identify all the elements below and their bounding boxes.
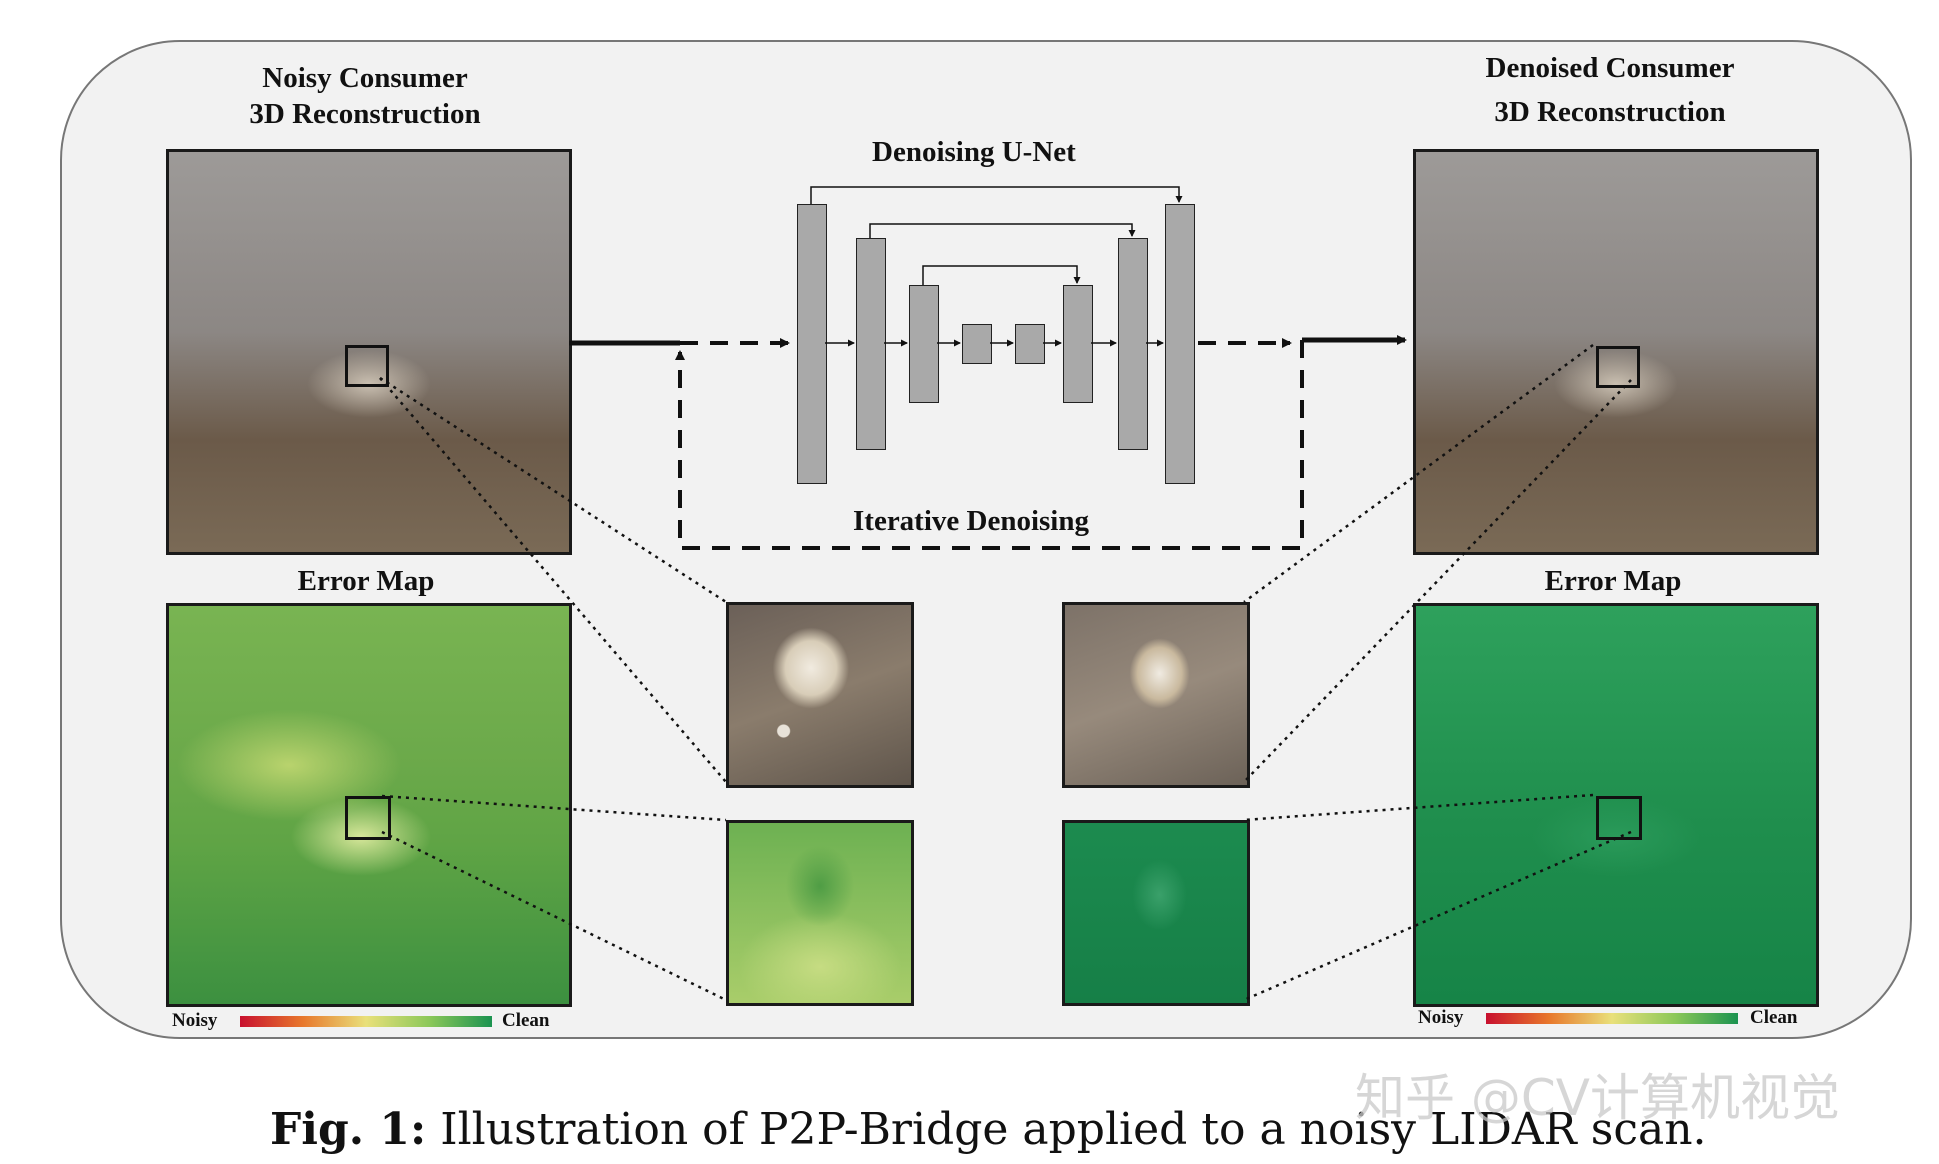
left-colorbar: [240, 1016, 492, 1027]
left-colorbar-low-label: Noisy: [172, 1010, 218, 1031]
unet-title: Denoising U-Net: [872, 136, 1076, 168]
denoised-roi-box: [1596, 346, 1640, 388]
unet-block-dec3: [1063, 285, 1093, 403]
unet-block-enc2: [856, 238, 886, 450]
right-title: Denoised Consumer 3D Reconstruction: [1460, 50, 1760, 130]
figure-caption: Fig. 1: Illustration of P2P-Bridge appli…: [270, 1104, 1707, 1155]
left-title-line1: Noisy Consumer: [262, 62, 468, 94]
denoised-zoom-photo: [1062, 602, 1250, 788]
unet-block-dec1: [1165, 204, 1195, 484]
iterative-denoising-label: Iterative Denoising: [853, 505, 1089, 537]
denoised-error-roi-box: [1596, 796, 1642, 840]
caption-prefix: Fig. 1:: [270, 1104, 427, 1155]
unet-block-dec2: [1118, 238, 1148, 450]
denoised-zoom-error: [1062, 820, 1250, 1006]
denoised-error-map-image: [1413, 603, 1819, 1007]
noisy-zoom-photo: [726, 602, 914, 788]
right-colorbar: [1486, 1013, 1738, 1024]
noisy-zoom-error: [726, 820, 914, 1006]
noisy-error-roi-box: [345, 796, 391, 840]
unet-block-enc1: [797, 204, 827, 484]
noisy-roi-box: [345, 345, 389, 387]
caption-text: Illustration of P2P-Bridge applied to a …: [426, 1104, 1707, 1155]
right-colorbar-high-label: Clean: [1750, 1007, 1798, 1028]
unet-block-enc3: [909, 285, 939, 403]
left-colorbar-high-label: Clean: [502, 1010, 550, 1031]
watermark: 知乎 @CV计算机视觉: [1355, 1069, 1841, 1127]
unet-block-bottleneck2: [1015, 324, 1045, 364]
right-error-map-title: Error Map: [1544, 565, 1682, 597]
right-colorbar-low-label: Noisy: [1418, 1007, 1464, 1028]
noisy-reconstruction-image: [166, 149, 572, 555]
left-title-line2: 3D Reconstruction: [249, 98, 481, 130]
left-error-map-title: Error Map: [297, 565, 435, 597]
iterative-loop: [675, 340, 1304, 550]
right-title-line2: 3D Reconstruction: [1494, 96, 1726, 128]
left-title: Noisy Consumer 3D Reconstruction: [225, 60, 505, 132]
unet-block-bottleneck1: [962, 324, 992, 364]
denoised-reconstruction-image: [1413, 149, 1819, 555]
right-title-line1: Denoised Consumer: [1485, 52, 1735, 84]
